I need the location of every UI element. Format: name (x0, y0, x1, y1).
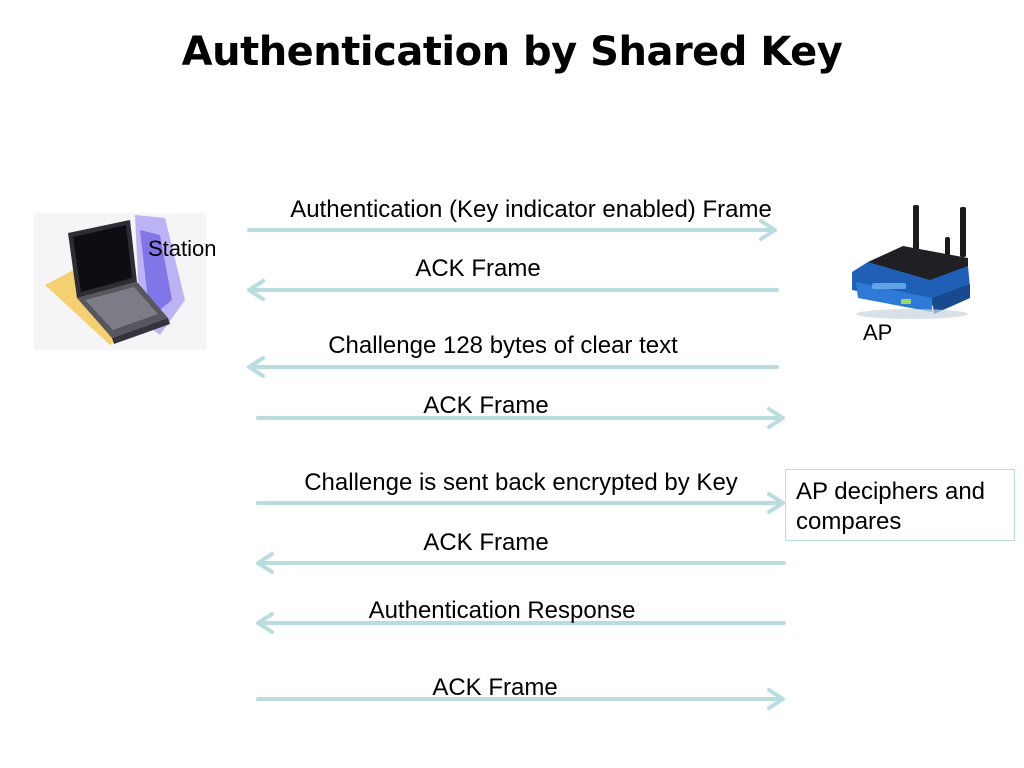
message-label: Challenge is sent back encrypted by Key (304, 469, 738, 496)
message-arrows (247, 219, 786, 710)
slide-title: Authentication by Shared Key (181, 29, 843, 75)
arrow-ap-to-station (247, 279, 779, 301)
message-label: ACK Frame (423, 529, 549, 556)
arrow-ap-to-station (256, 612, 786, 634)
message-label: ACK Frame (432, 674, 558, 701)
note-box: AP deciphers and compares (785, 469, 1015, 541)
message-label: ACK Frame (423, 392, 549, 419)
arrow-ap-to-station (256, 552, 786, 574)
wireless-router-icon (852, 205, 970, 319)
message-label: Authentication Response (368, 597, 636, 624)
arrow-station-to-ap (247, 219, 777, 241)
message-label: Challenge 128 bytes of clear text (328, 332, 678, 359)
ap-label: AP (863, 320, 893, 345)
arrow-station-to-ap (256, 492, 785, 514)
arrow-ap-to-station (247, 356, 779, 378)
station-label: Station (148, 236, 217, 261)
arrow-station-to-ap (256, 688, 785, 710)
message-label: ACK Frame (415, 255, 541, 282)
message-label: Authentication (Key indicator enabled) F… (290, 196, 772, 223)
laptop-icon (34, 213, 206, 350)
arrow-station-to-ap (256, 407, 785, 429)
